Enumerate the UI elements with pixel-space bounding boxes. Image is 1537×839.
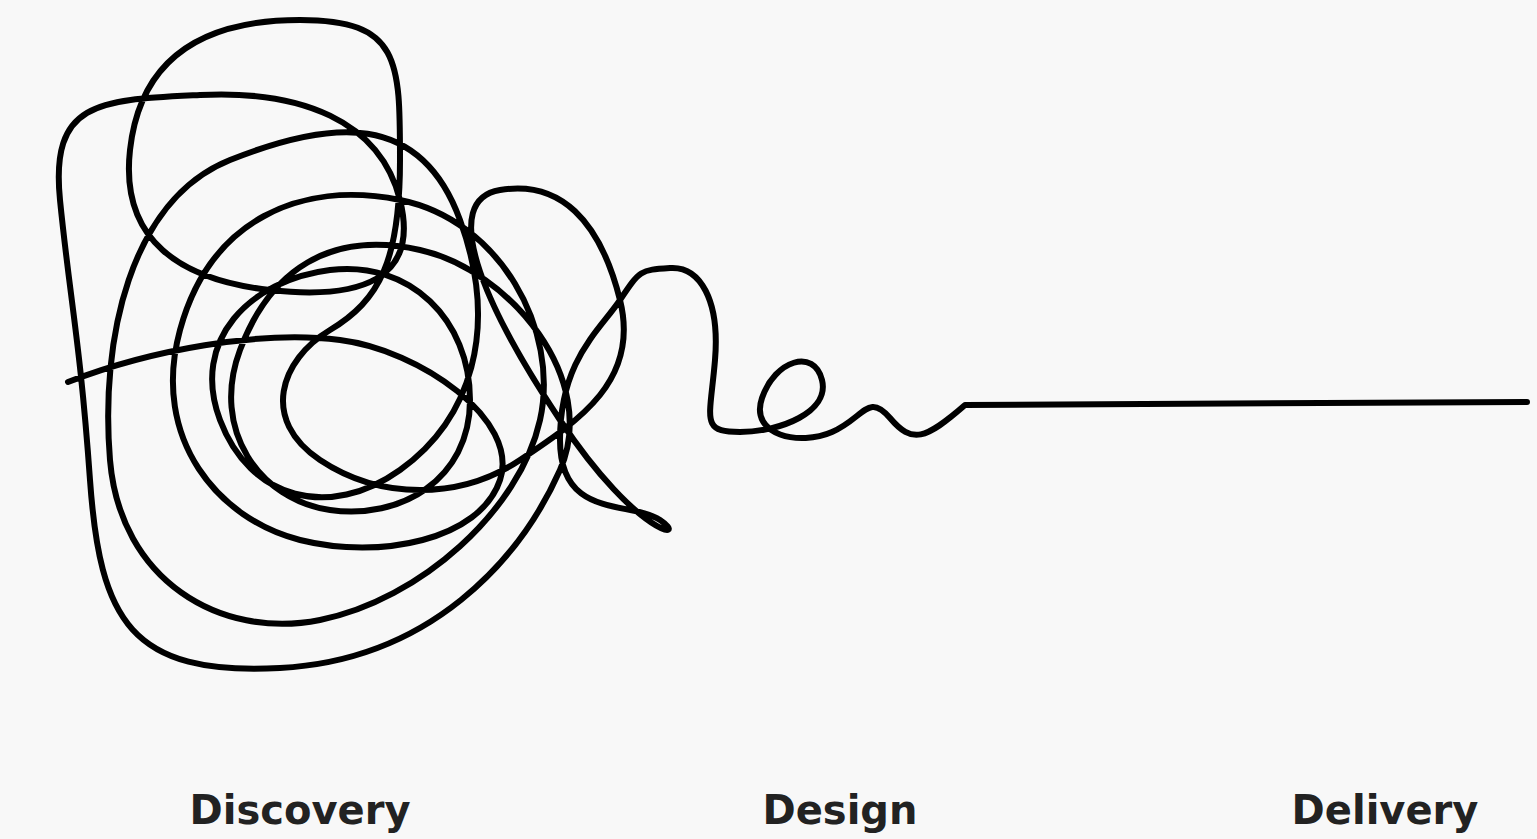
tangle-path bbox=[59, 20, 1527, 669]
stage-label: Discovery bbox=[190, 788, 411, 832]
stage-label: Design bbox=[763, 788, 918, 832]
stage-label: Delivery bbox=[1292, 788, 1479, 832]
